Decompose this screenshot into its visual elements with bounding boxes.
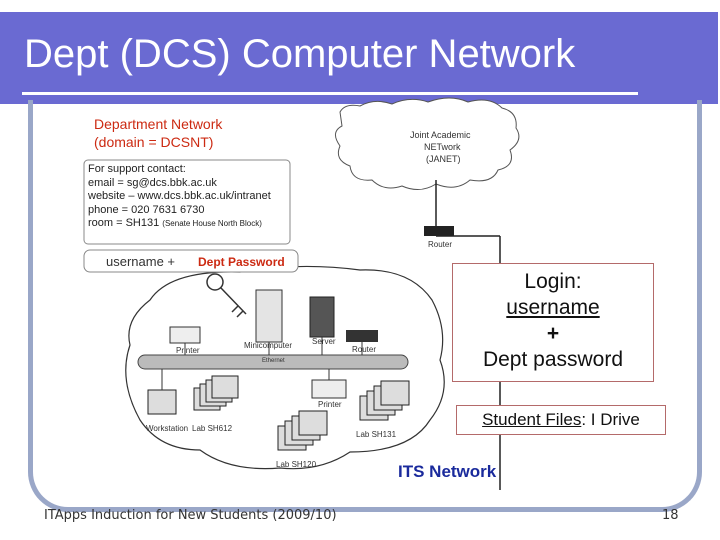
lab-sh120-label: Lab SH120 xyxy=(276,460,317,469)
workstation-icon xyxy=(147,389,177,415)
server-icon xyxy=(309,296,335,338)
printer-mid-label: Printer xyxy=(318,400,342,409)
router-top-label: Router xyxy=(428,240,453,249)
support-website: website – www.dcs.bbk.ac.uk/intranet xyxy=(88,190,271,202)
printer-label: Printer xyxy=(176,346,200,355)
support-contact: For support contact: email = sg@dcs.bbk.… xyxy=(88,163,271,231)
dept-network-line1: Department Network xyxy=(94,116,223,132)
student-files-drive: : I Drive xyxy=(581,410,640,429)
minicomputer-icon xyxy=(255,289,283,343)
janet-line3: (JANET) xyxy=(426,154,461,164)
login-label: Login: xyxy=(524,270,582,293)
support-line: For support contact: xyxy=(88,163,186,175)
title-bar xyxy=(0,12,718,104)
footer-course: ITApps Induction for New Students (2009/… xyxy=(44,508,337,523)
login-callout: Login: username + Dept password xyxy=(452,263,654,382)
slide-frame xyxy=(28,100,702,512)
title-underline xyxy=(22,92,638,95)
janet-cloud xyxy=(335,97,520,190)
lab-sh131-icon xyxy=(359,380,410,421)
key-icon xyxy=(206,273,247,318)
slide-title: Dept (DCS) Computer Network xyxy=(24,32,576,76)
login-plus: + xyxy=(546,322,560,345)
printer-mid-icon xyxy=(311,379,347,399)
lab-sh612-icon xyxy=(193,375,239,411)
support-phone: phone = 020 7631 6730 xyxy=(88,203,205,216)
router-mid-label: Router xyxy=(352,345,377,354)
router-top-icon xyxy=(424,226,454,236)
lab-sh120-icon xyxy=(277,410,328,451)
dept-network-line2: (domain = DCSNT) xyxy=(94,134,214,150)
printer-icon xyxy=(169,326,201,344)
support-room-note: (Senate House North Block) xyxy=(162,219,262,228)
login-username: username xyxy=(506,296,600,319)
router-mid-icon xyxy=(346,330,378,342)
minicomputer-label: Minicomputer xyxy=(244,341,293,350)
student-files-callout: Student Files: I Drive xyxy=(456,405,666,435)
department-lan-blob xyxy=(125,265,445,470)
footer-page-number: 18 xyxy=(662,508,679,523)
lab-sh131-label: Lab SH131 xyxy=(356,430,397,439)
login-password: Dept password xyxy=(482,348,624,371)
janet-line2: NETwork xyxy=(424,142,461,152)
workstation-label: Workstation xyxy=(146,424,189,433)
ethernet-label: Ethernet xyxy=(262,358,285,364)
credentials-bar xyxy=(83,249,299,273)
lab-sh612-label: Lab SH612 xyxy=(192,424,233,433)
support-box xyxy=(83,159,291,245)
support-email: email = sg@dcs.bbk.ac.uk xyxy=(88,176,217,189)
ethernet-bus xyxy=(137,354,409,370)
student-files-label: Student Files xyxy=(482,410,582,429)
credentials-username: username + xyxy=(106,254,176,269)
its-network-label: ITS Network xyxy=(398,462,497,481)
credentials-password: Dept Password xyxy=(198,255,285,269)
server-label: Server xyxy=(312,337,336,346)
janet-line1: Joint Academic xyxy=(410,130,471,140)
support-room: room = SH131 xyxy=(88,217,160,229)
